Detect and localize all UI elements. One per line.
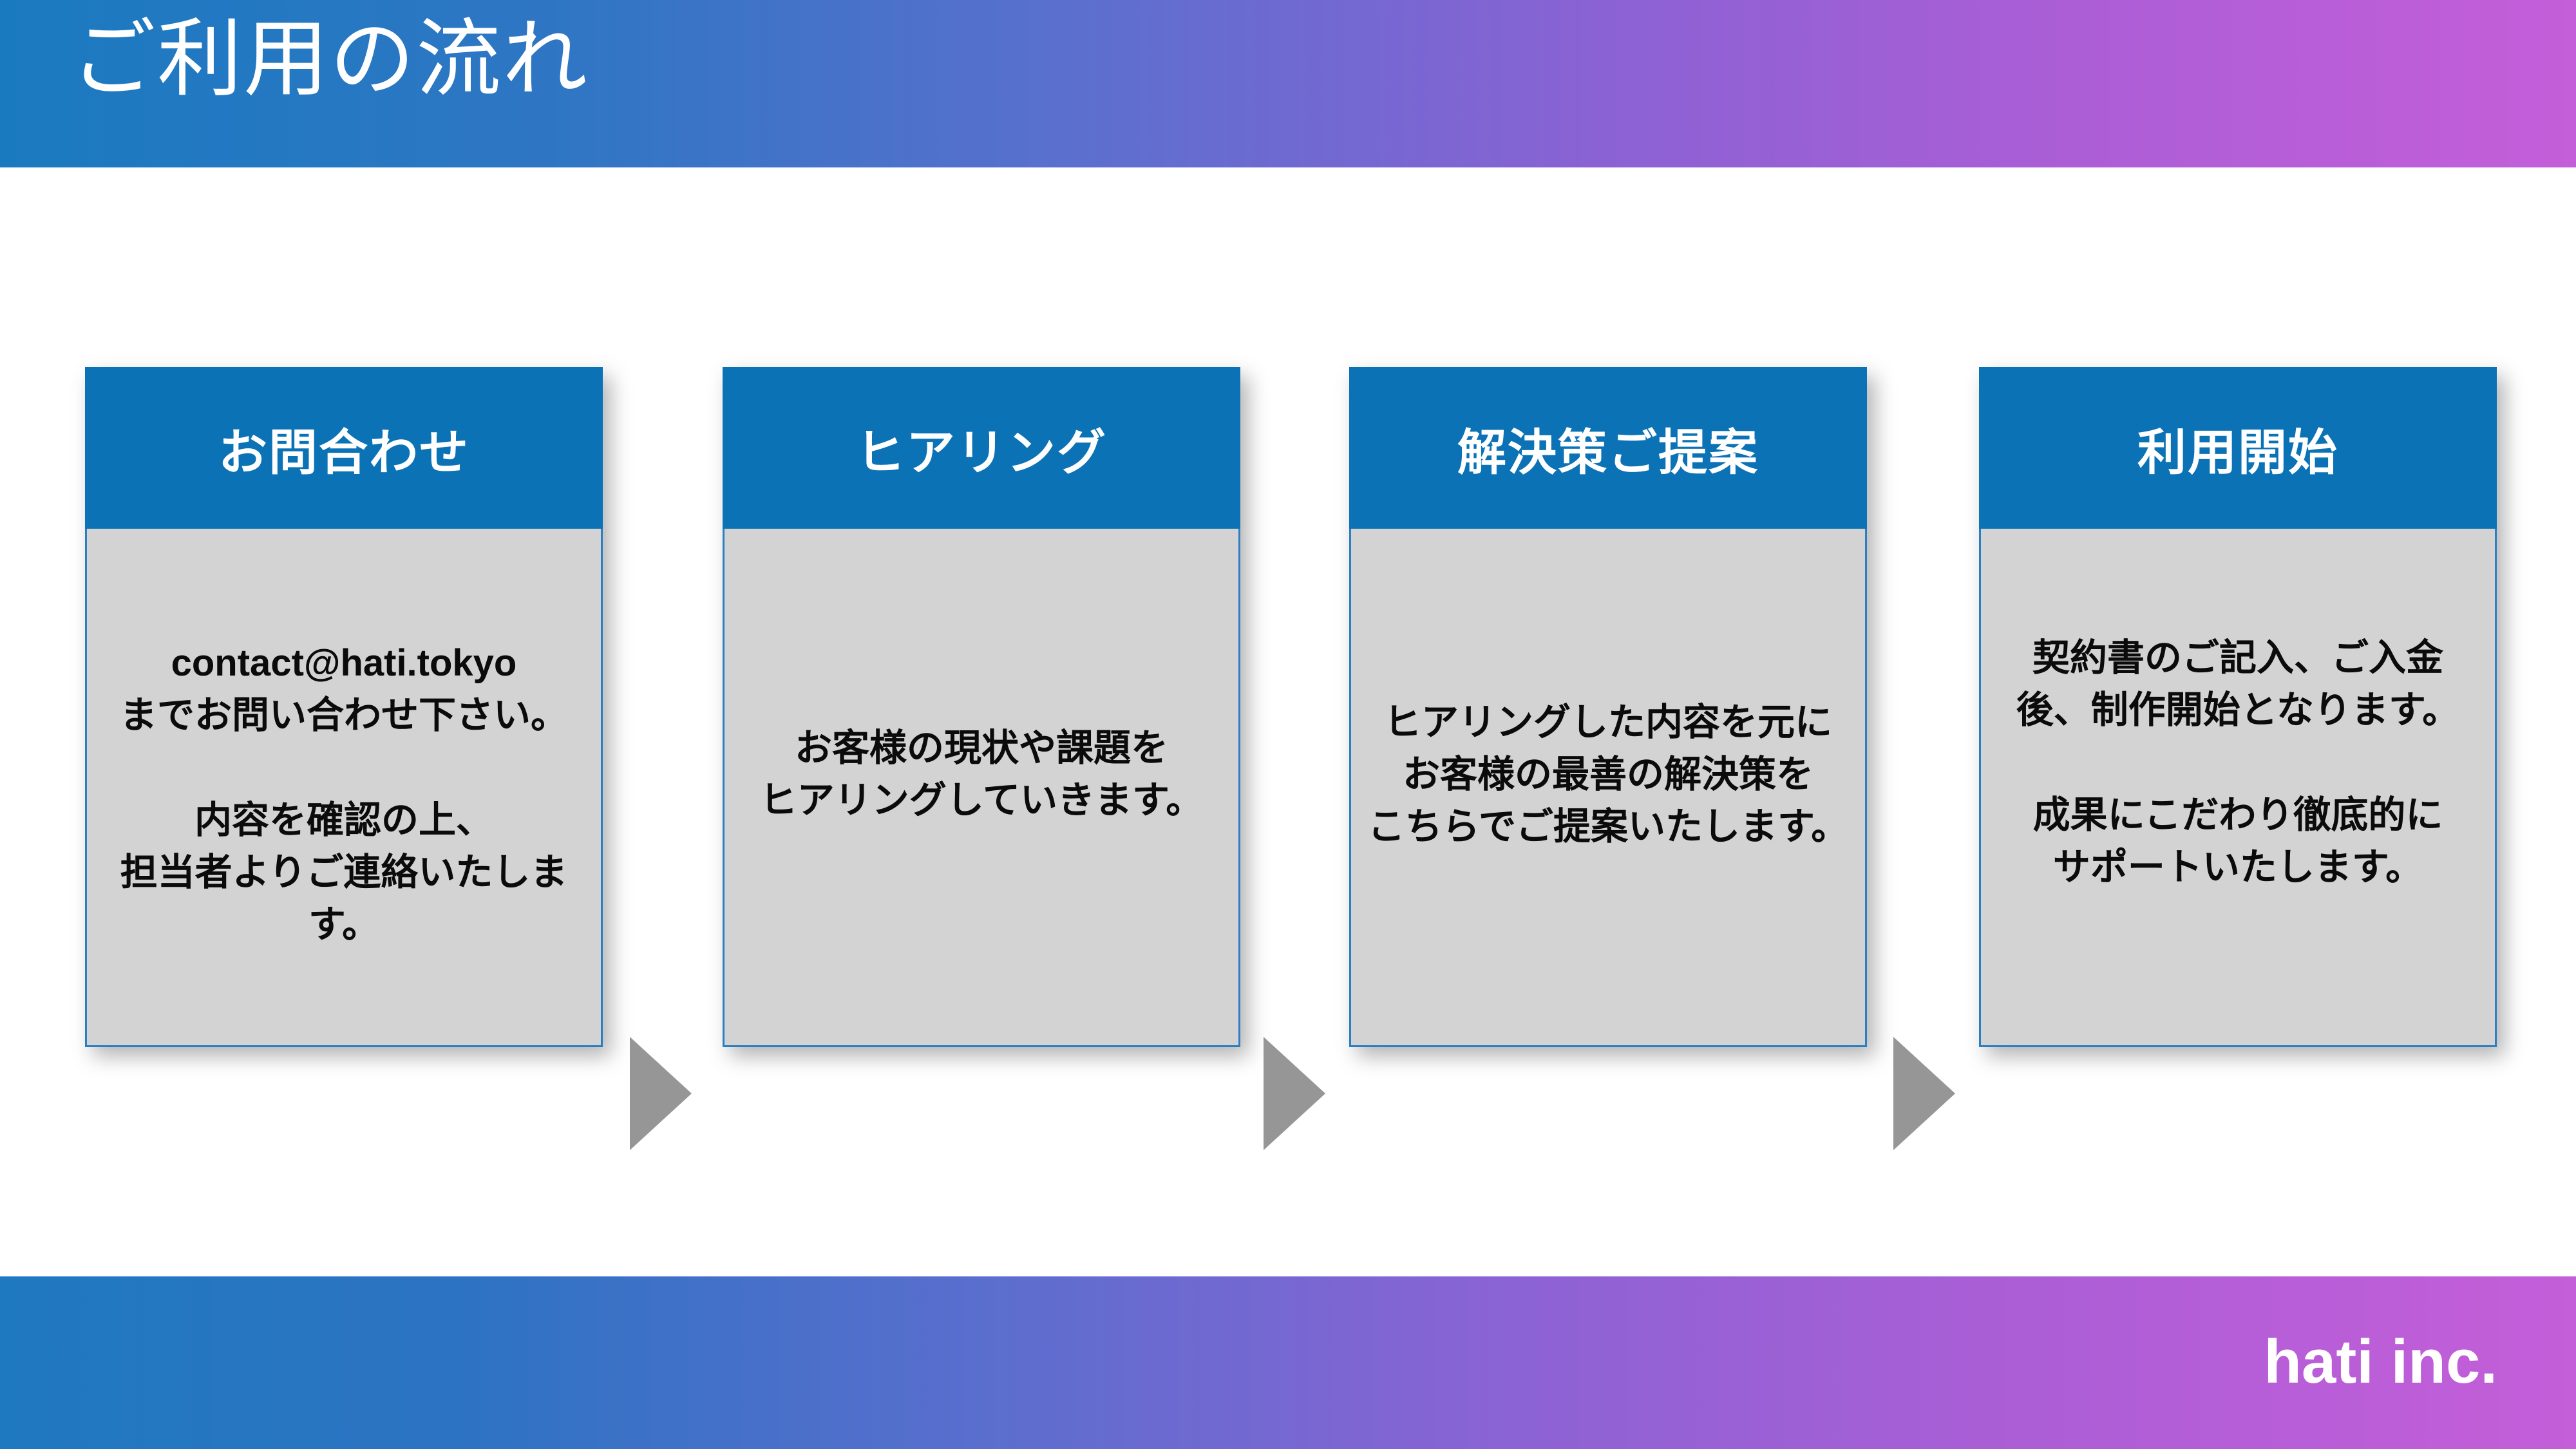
flow-step-text-3: ヒアリングした内容を元に お客様の最善の解決策を こちらでご提案いたします。 xyxy=(1367,701,1849,848)
flow-step-text-1: contact@hati.tokyo までお問い合わせ下さい。 内容を確認の上、… xyxy=(119,642,568,945)
flow-step-title-1: お問合わせ xyxy=(218,425,469,480)
flow-step-card-3: 解決策ご提案 ヒアリングした内容を元に お客様の最善の解決策を こちらでご提案い… xyxy=(1349,367,1867,1047)
flow-step-title-4: 利用開始 xyxy=(2137,425,2338,480)
flow-step-body-4: 契約書のご記入、ご入金 後、制作開始となります。 成果にこだわり徹底的に サポー… xyxy=(1979,529,2497,1047)
footer-band xyxy=(0,1276,2576,1449)
flow-step-card-1: お問合わせ contact@hati.tokyo までお問い合わせ下さい。 内容… xyxy=(85,367,603,1047)
flow-step-header-2: ヒアリング xyxy=(723,367,1240,529)
flow-step-card-2: ヒアリング お客様の現状や課題を ヒアリングしていきます。 xyxy=(723,367,1240,1047)
flow-step-title-3: 解決策ご提案 xyxy=(1457,425,1759,480)
flow-step-card-4: 利用開始 契約書のご記入、ご入金 後、制作開始となります。 成果にこだわり徹底的… xyxy=(1979,367,2497,1047)
flow-step-text-2: お客様の現状や課題を ヒアリングしていきます。 xyxy=(759,727,1204,822)
process-flow: お問合わせ contact@hati.tokyo までお問い合わせ下さい。 内容… xyxy=(0,367,2576,1150)
header-band: ご利用の流れ xyxy=(0,0,2576,167)
flow-step-header-1: お問合わせ xyxy=(85,367,603,529)
page-title: ご利用の流れ xyxy=(71,12,589,106)
flow-step-body-3: ヒアリングした内容を元に お客様の最善の解決策を こちらでご提案いたします。 xyxy=(1349,529,1867,1047)
flow-step-header-3: 解決策ご提案 xyxy=(1349,367,1867,529)
flow-step-header-4: 利用開始 xyxy=(1979,367,2497,529)
flow-step-title-2: ヒアリング xyxy=(856,425,1107,480)
flow-step-text-4: 契約書のご記入、ご入金 後、制作開始となります。 成果にこだわり徹底的に サポー… xyxy=(2016,637,2460,888)
arrow-right-icon xyxy=(1893,1037,1955,1150)
arrow-right-icon xyxy=(630,1037,692,1150)
flow-step-body-2: お客様の現状や課題を ヒアリングしていきます。 xyxy=(723,529,1240,1047)
flow-step-body-1: contact@hati.tokyo までお問い合わせ下さい。 内容を確認の上、… xyxy=(85,529,603,1047)
company-logo: hati inc. xyxy=(2264,1327,2497,1396)
arrow-right-icon xyxy=(1264,1037,1325,1150)
